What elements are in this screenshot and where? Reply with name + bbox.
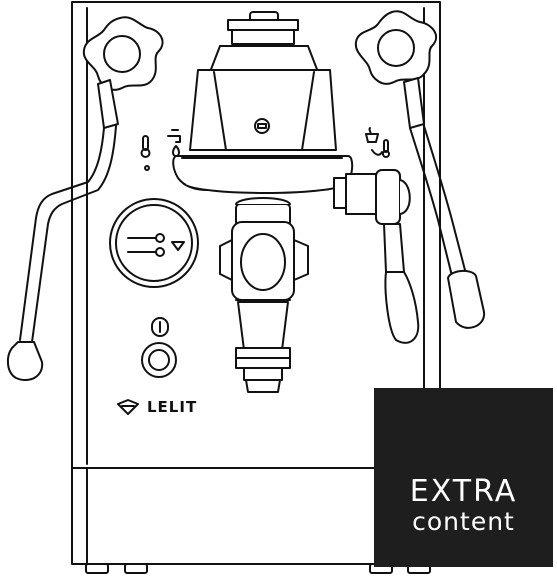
badge-line-1: EXTRA (409, 473, 518, 509)
power-icon (151, 317, 169, 337)
group-collar (172, 155, 354, 194)
temperature-icon (140, 135, 151, 171)
right-knob[interactable] (354, 10, 438, 85)
right-steam-wand[interactable] (403, 77, 486, 329)
portafilter[interactable] (219, 197, 309, 301)
brand-logo: LELIT (114, 398, 197, 416)
left-knob[interactable] (82, 16, 164, 91)
steam-cup-icon (365, 127, 390, 158)
spout (235, 301, 291, 393)
brand-logo-icon (117, 399, 139, 415)
left-steam-wand[interactable] (6, 79, 119, 381)
extra-content-badge[interactable]: EXTRA content (374, 388, 553, 567)
pressure-gauge-icon (109, 198, 199, 288)
badge-line-2: content (412, 506, 515, 536)
power-button-icon[interactable] (141, 342, 177, 378)
brand-logo-text: LELIT (147, 398, 198, 416)
group-head (189, 11, 337, 151)
steam-valve (333, 169, 420, 344)
